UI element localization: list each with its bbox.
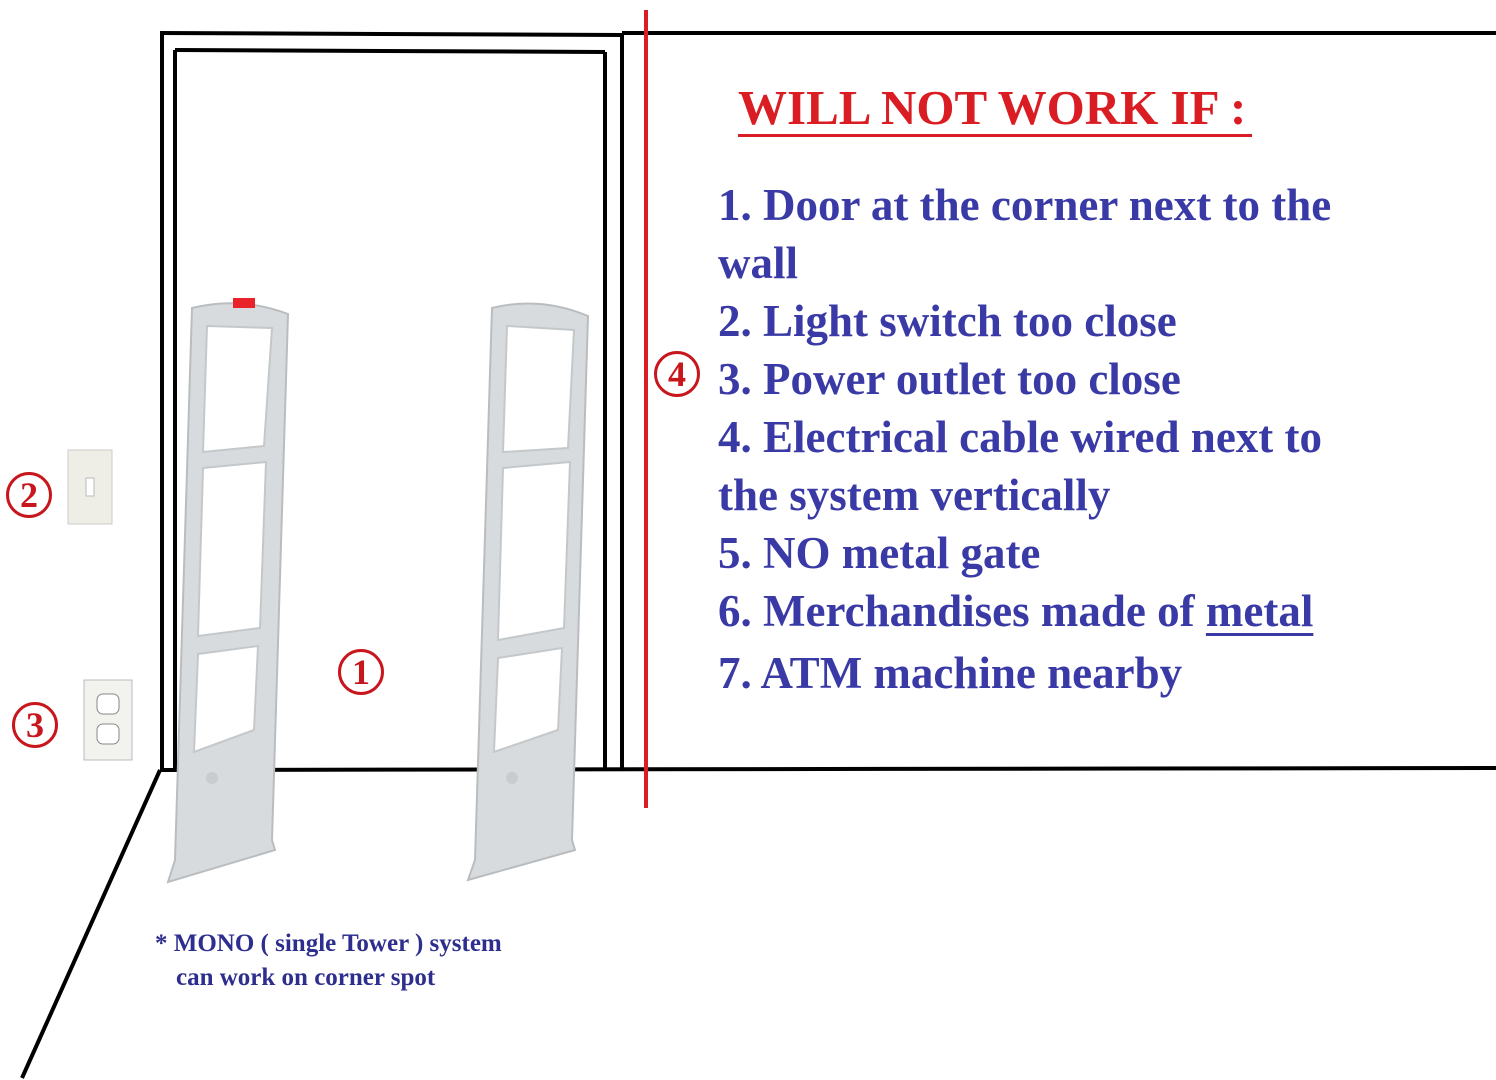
marker-1: 1 — [338, 649, 384, 695]
condition-6: 6. Merchandises made of metal — [718, 586, 1313, 636]
condition-6-text: 6. Merchandises made of — [718, 586, 1206, 636]
condition-1-cont: wall — [718, 238, 799, 288]
corner-floor-line — [20, 769, 162, 1079]
condition-4: 4. Electrical cable wired next to — [718, 412, 1323, 462]
condition-3: 3. Power outlet too close — [718, 354, 1181, 404]
ceiling-line — [159, 31, 623, 37]
condition-1: 1. Door at the corner next to the — [718, 180, 1332, 230]
marker-4: 4 — [654, 351, 700, 397]
note-line-2: can work on corner spot — [176, 964, 436, 991]
condition-2: 2. Light switch too close — [718, 296, 1177, 346]
condition-5: 5. NO metal gate — [718, 528, 1041, 578]
condition-6-emphasis: metal — [1205, 586, 1314, 636]
power-outlet-icon — [83, 679, 133, 761]
light-switch-icon — [67, 449, 113, 525]
eas-tower-left — [166, 298, 290, 884]
warning-title: WILL NOT WORK IF : — [738, 82, 1253, 137]
condition-7: 7. ATM machine nearby — [718, 648, 1183, 698]
marker-3: 3 — [12, 702, 58, 748]
eas-tower-right — [466, 302, 590, 882]
floor-line — [159, 766, 1496, 772]
door-frame-top — [174, 48, 606, 54]
note-line-1: * MONO ( single Tower ) system — [155, 930, 502, 957]
condition-4-cont: the system vertically — [718, 470, 1111, 520]
marker-2: 2 — [6, 472, 52, 518]
